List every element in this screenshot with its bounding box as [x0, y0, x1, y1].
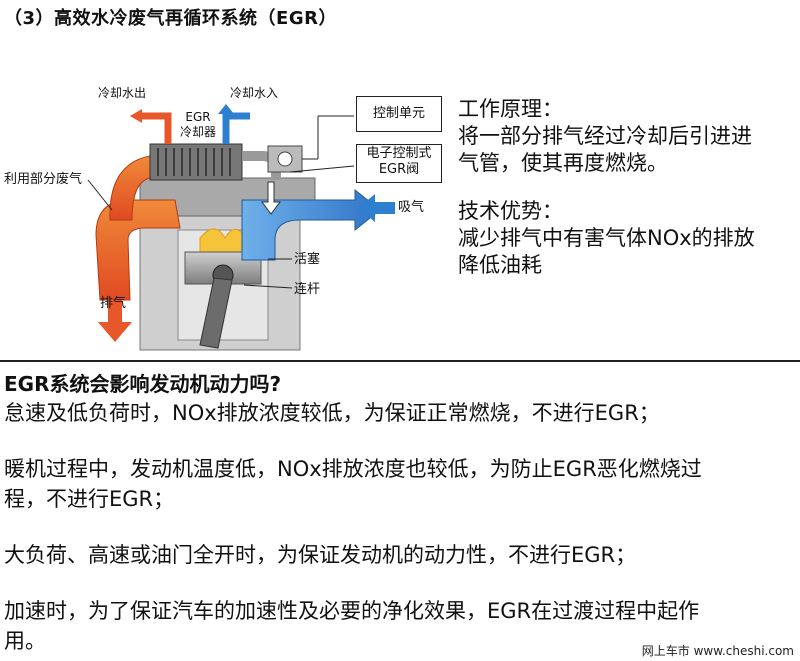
qa-paragraph-2: 暖机过程中，发动机温度低，NOx排放浓度也较低，为防止EGR恶化燃烧过 程，不进… [4, 454, 796, 514]
connecting-rod-shape [199, 277, 233, 349]
qa-title: EGR系统会影响发动机动力吗? [4, 372, 282, 396]
label-coolant-in: 冷却水入 [230, 86, 279, 100]
label-intake: 吸气 [398, 200, 425, 215]
section-divider [0, 360, 800, 362]
leader-lines [87, 115, 355, 289]
label-egr-cooler: EGR 冷却器 [178, 110, 218, 140]
coolant-out-arrow [130, 109, 142, 123]
advantage-section: 技术优势： 减少排气中有害气体NOx的排放 降低油耗 [458, 198, 755, 279]
principle-line2: 气管，使其再度燃烧。 [458, 151, 668, 175]
advantage-line1: 减少排气中有害气体NOx的排放 [458, 226, 755, 250]
advantage-title: 技术优势： [458, 199, 563, 223]
label-egr-cooler-line2: 冷却器 [179, 125, 216, 139]
egr-cooler-fins [157, 148, 231, 176]
qa-paragraph-4-line2: 用。 [4, 629, 46, 653]
principle-line1: 将一部分排气经过冷却后引进进 [458, 124, 752, 148]
principle-title: 工作原理： [458, 97, 563, 121]
egr-diagram-graphic [87, 104, 395, 351]
qa-paragraph-2-line2: 程，不进行EGR； [4, 487, 175, 511]
intake-arrow [358, 194, 395, 222]
exhaust-out-arrow [98, 300, 132, 342]
label-coolant-out: 冷却水出 [98, 86, 147, 100]
egr-valve-label-line2: EGR阀 [378, 162, 420, 177]
qa-paragraph-4-line1: 加速时，为了保证汽车的加速性及必要的净化效果，EGR在过渡过程中起作 [4, 599, 700, 623]
control-unit-label: 控制单元 [372, 106, 425, 121]
qa-paragraph-2-line1: 暖机过程中，发动机温度低，NOx排放浓度也较低，为防止EGR恶化燃烧过 [4, 457, 702, 481]
egr-diagram: 冷却水出 冷却水入 EGR 冷却器 控制单元 电子控制式 EGR阀 利用部分废气… [0, 60, 800, 360]
principle-section: 工作原理： 将一部分排气经过冷却后引进进 气管，使其再度燃烧。 [458, 96, 752, 177]
intake-manifold [241, 188, 381, 261]
egr-cooler-body [149, 143, 243, 181]
label-partial-exhaust: 利用部分废气 [4, 172, 83, 187]
watermark: 网上车市 www.cheshi.com [641, 644, 794, 658]
advantage-line2: 降低油耗 [458, 253, 542, 277]
label-piston: 活塞 [294, 252, 321, 267]
egr-injection-arrow [261, 181, 281, 215]
coolant-in-arrow [218, 104, 234, 114]
egr-valve-box: 电子控制式 EGR阀 [356, 144, 442, 183]
egr-valve-connector [277, 151, 293, 167]
page-heading: （3）高效水冷废气再循环系统（EGR） [4, 8, 337, 29]
coolant-out-pipe [140, 112, 172, 144]
control-unit-box: 控制单元 [356, 96, 442, 132]
coolant-in-pipe [222, 112, 250, 144]
qa-paragraph-1: 怠速及低负荷时，NOx排放浓度较低，为保证正常燃烧，不进行EGR； [4, 401, 660, 425]
qa-paragraph-4: 加速时，为了保证汽车的加速性及必要的净化效果，EGR在过渡过程中起作 用。 [4, 596, 796, 656]
label-connecting-rod: 连杆 [294, 282, 321, 297]
label-egr-cooler-line1: EGR [185, 110, 211, 124]
egr-valve-label-line1: 电子控制式 [366, 146, 432, 161]
label-exhaust: 排气 [100, 296, 127, 311]
qa-paragraph-3: 大负荷、高速或油门全开时，为保证发动机的动力性，不进行EGR； [4, 543, 637, 567]
